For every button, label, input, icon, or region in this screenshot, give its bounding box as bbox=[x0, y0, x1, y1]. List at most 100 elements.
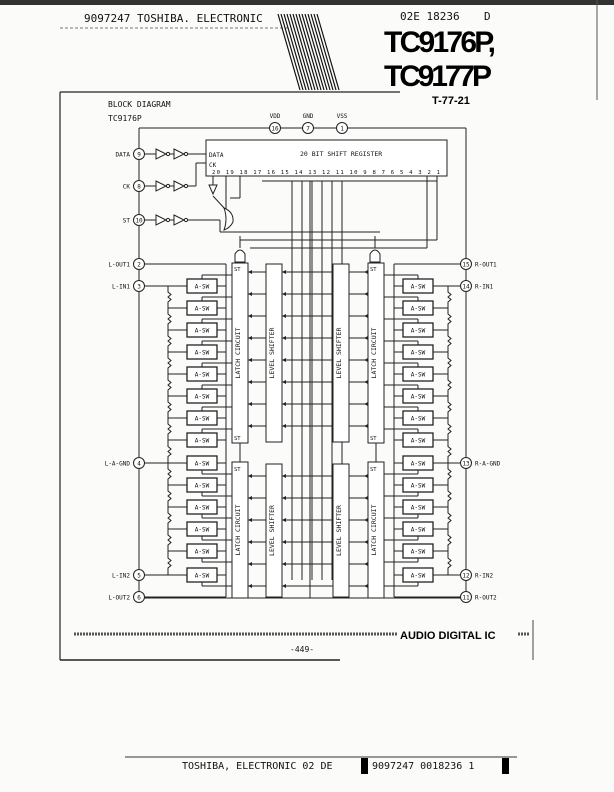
pin-l-in1: 3 bbox=[133, 280, 145, 292]
svg-text:6: 6 bbox=[137, 595, 141, 602]
scan-mark bbox=[361, 758, 368, 774]
resistor-icon bbox=[167, 286, 172, 308]
pin-r-in2: 12 bbox=[460, 569, 472, 581]
resistor-icon bbox=[167, 308, 172, 330]
level-shifter-left-lower bbox=[265, 463, 283, 598]
pin-label: L-OUT2 bbox=[108, 595, 130, 602]
pin-label: R-A-GND bbox=[475, 461, 501, 468]
svg-text:A-SW: A-SW bbox=[411, 549, 426, 556]
resistor-icon bbox=[447, 418, 452, 440]
pin-r-in1: 14 bbox=[460, 280, 472, 292]
pin-vdd: 16 bbox=[269, 122, 281, 134]
resistor-icon bbox=[167, 330, 172, 352]
inverter-icon bbox=[173, 214, 186, 226]
svg-text:14: 14 bbox=[462, 284, 470, 291]
svg-text:2: 2 bbox=[137, 262, 141, 269]
pin-l-out2: 6 bbox=[133, 591, 145, 603]
pin-label: L-IN1 bbox=[112, 284, 130, 291]
diagram-title: BLOCK DIAGRAM bbox=[108, 100, 171, 109]
svg-text:10: 10 bbox=[135, 218, 143, 225]
pin-label: VDD bbox=[270, 113, 281, 120]
svg-text:A-SW: A-SW bbox=[195, 306, 210, 313]
analog-switch-right: A-SW bbox=[402, 455, 434, 471]
svg-text:9: 9 bbox=[137, 152, 141, 159]
resistor-icon bbox=[447, 330, 452, 352]
analog-switch-right: A-SW bbox=[402, 366, 434, 382]
resistor-icon bbox=[167, 418, 172, 440]
resistor-icon bbox=[447, 286, 452, 308]
svg-text:A-SW: A-SW bbox=[195, 438, 210, 445]
resistor-icon bbox=[167, 440, 172, 463]
inverter-icon bbox=[173, 180, 186, 192]
svg-text:A-SW: A-SW bbox=[195, 372, 210, 379]
scan-noise bbox=[0, 0, 614, 5]
latch-circuit-left-upper-label: LATCH CIRCUIT bbox=[234, 327, 242, 378]
svg-text:3: 3 bbox=[137, 284, 141, 291]
resistor-icon bbox=[447, 507, 452, 529]
part-number-1: TC9176P, bbox=[384, 26, 496, 59]
inverter-icon bbox=[155, 180, 168, 192]
analog-switch-right: A-SW bbox=[402, 322, 434, 338]
shift-register bbox=[205, 139, 448, 177]
latch-circuit-right-upper bbox=[367, 262, 385, 444]
svg-text:16: 16 bbox=[271, 126, 279, 133]
scan-code: 9097247 0018236 1 bbox=[372, 761, 474, 772]
svg-text:A-SW: A-SW bbox=[411, 328, 426, 335]
svg-text:A-SW: A-SW bbox=[195, 350, 210, 357]
pin-label: CK bbox=[123, 184, 131, 191]
svg-text:A-SW: A-SW bbox=[411, 438, 426, 445]
pin-label: R-OUT2 bbox=[475, 595, 497, 602]
pin-l-a-gnd: 4 bbox=[133, 457, 145, 469]
svg-text:4: 4 bbox=[137, 461, 141, 468]
pin-label: R-IN1 bbox=[475, 284, 493, 291]
pin-label: L-OUT1 bbox=[108, 262, 130, 269]
analog-switch-left: A-SW bbox=[186, 477, 218, 493]
resistor-icon bbox=[447, 440, 452, 463]
svg-text:A-SW: A-SW bbox=[195, 549, 210, 556]
svg-text:1: 1 bbox=[340, 126, 344, 133]
st-label: ST bbox=[370, 436, 377, 442]
st-label: ST bbox=[234, 267, 241, 273]
pin-label: R-IN2 bbox=[475, 573, 493, 580]
svg-text:A-SW: A-SW bbox=[411, 527, 426, 534]
st-label: ST bbox=[370, 267, 377, 273]
svg-text:A-SW: A-SW bbox=[411, 483, 426, 490]
inverter-icon bbox=[155, 148, 168, 160]
analog-switch-right: A-SW bbox=[402, 410, 434, 426]
analog-switch-left: A-SW bbox=[186, 567, 218, 583]
pin-r-out2: 11 bbox=[460, 591, 472, 603]
level-shifter-right-upper bbox=[332, 263, 350, 443]
svg-text:A-SW: A-SW bbox=[411, 505, 426, 512]
pin-r-out1: 15 bbox=[460, 258, 472, 270]
pin-r-a-gnd: 13 bbox=[460, 457, 472, 469]
analog-switch-left: A-SW bbox=[186, 278, 218, 294]
svg-text:11: 11 bbox=[462, 595, 470, 602]
section-label: AUDIO DIGITAL IC bbox=[400, 630, 496, 642]
header-stripes bbox=[277, 13, 340, 91]
resistor-icon bbox=[167, 352, 172, 374]
scan-line-text: TOSHIBA, ELECTRONIC 02 DE bbox=[182, 761, 333, 772]
resistor-icon bbox=[167, 374, 172, 396]
header-right-code: 02E 18236 bbox=[400, 10, 460, 23]
pin-data: 9 bbox=[133, 148, 145, 160]
latch-circuit-right-upper-label: LATCH CIRCUIT bbox=[370, 327, 378, 378]
inverter-icon bbox=[155, 214, 168, 226]
resistor-icon bbox=[167, 396, 172, 418]
diagram-subtitle: TC9176P bbox=[108, 114, 142, 123]
resistor-icon bbox=[167, 485, 172, 507]
latch-circuit-right-lower-label: LATCH CIRCUIT bbox=[370, 504, 378, 555]
svg-text:A-SW: A-SW bbox=[195, 461, 210, 468]
pin-st: 10 bbox=[133, 214, 145, 226]
latch-circuit-left-upper bbox=[231, 262, 249, 444]
svg-text:13: 13 bbox=[462, 461, 470, 468]
svg-text:A-SW: A-SW bbox=[195, 505, 210, 512]
analog-switch-left: A-SW bbox=[186, 322, 218, 338]
shift-register-data-label: DATA bbox=[209, 152, 224, 159]
latch-circuit-right-lower bbox=[367, 461, 385, 599]
and-gate-icon bbox=[369, 249, 381, 263]
resistor-icon bbox=[167, 463, 172, 485]
analog-switch-right: A-SW bbox=[402, 388, 434, 404]
nor-gate-icon bbox=[223, 207, 234, 231]
st-label: ST bbox=[234, 467, 241, 473]
